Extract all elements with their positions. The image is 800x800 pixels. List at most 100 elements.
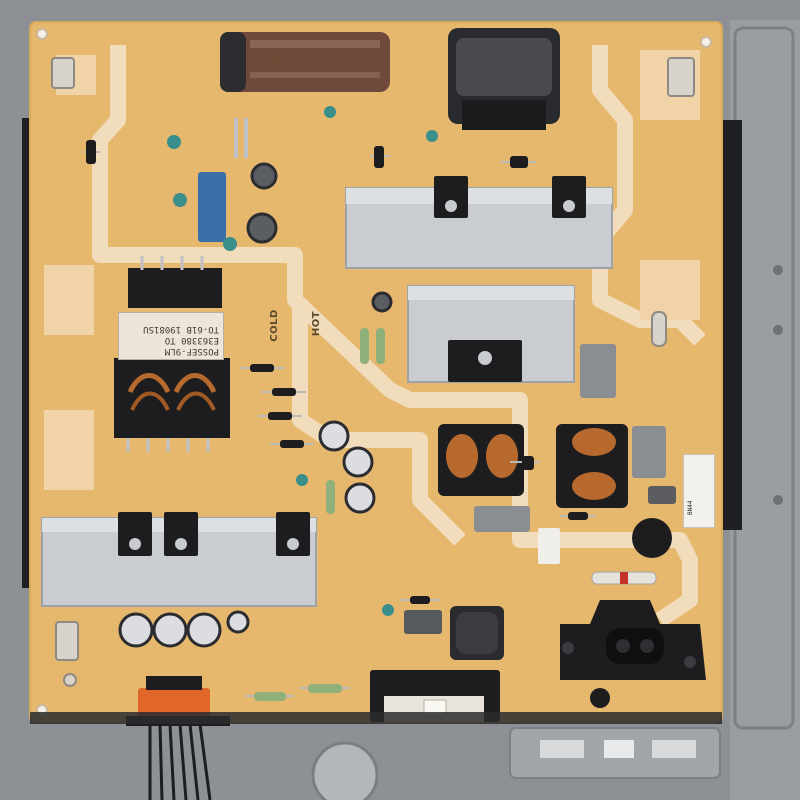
inlet-pin — [616, 639, 630, 653]
x-capacitors — [198, 172, 666, 532]
standoff — [63, 673, 77, 687]
resistor — [360, 328, 369, 364]
y-capacitor-blue — [198, 172, 226, 242]
ceramic-cap — [382, 604, 394, 616]
diode — [272, 388, 296, 396]
transformer-bottom-bobbin — [114, 358, 230, 438]
transistor-screws — [129, 200, 575, 550]
mounting-hole — [36, 28, 48, 40]
ac-power-inlet — [560, 600, 706, 708]
small-label-block — [538, 528, 560, 564]
axial-components — [84, 118, 657, 701]
jumper-leads — [234, 118, 238, 158]
x-capacitor — [474, 506, 530, 532]
hatched-areas — [44, 50, 700, 490]
transformer-label-line: POSSEF-9LM — [164, 346, 219, 356]
inlet-mount — [562, 642, 574, 654]
isolation-band-main — [92, 45, 698, 627]
standoff — [51, 57, 75, 89]
resistor — [376, 328, 385, 364]
inlet-pin — [640, 639, 654, 653]
hot-side-label: HOT — [311, 310, 323, 337]
capacitor-radial — [118, 612, 154, 648]
hatch-area — [44, 265, 94, 335]
capacitor-radial — [344, 482, 376, 514]
ceramic-cap — [324, 106, 336, 118]
x-capacitor — [580, 344, 616, 398]
capacitor-radial — [371, 291, 393, 313]
harness-header — [146, 676, 202, 690]
inductor-base — [462, 100, 546, 130]
capacitor-marking: 450V — [264, 55, 291, 67]
smd-inductor-core — [456, 612, 498, 654]
heatsink-top-edge — [346, 188, 612, 204]
diode — [510, 156, 528, 168]
hatch-area — [640, 260, 700, 320]
capacitor-radial — [226, 610, 250, 634]
transformer-top-bobbin — [128, 268, 222, 308]
choke-coil — [486, 434, 518, 478]
resistor — [308, 684, 342, 693]
diode — [410, 596, 430, 604]
diode — [568, 512, 588, 520]
resistor — [254, 692, 286, 701]
diode — [268, 412, 292, 420]
standoff — [667, 57, 695, 97]
screw — [287, 538, 299, 550]
diode — [250, 364, 274, 372]
black-insulator-strip-left — [22, 118, 32, 588]
capacitor-radial — [186, 612, 222, 648]
standoff — [55, 621, 79, 661]
capacitor-end — [220, 32, 246, 92]
ceramic-cap — [167, 135, 181, 149]
ceramic-cap — [173, 193, 187, 207]
fuse-band — [620, 572, 628, 584]
diode — [374, 146, 384, 168]
transistor — [276, 512, 310, 556]
ceramic-capacitors — [167, 106, 438, 616]
transistor — [164, 512, 198, 556]
inlet-socket — [606, 628, 664, 664]
bracket-clip — [604, 740, 634, 758]
transformer-winding — [127, 373, 217, 394]
diode — [86, 140, 96, 164]
control-ic — [404, 610, 442, 634]
inlet-screw — [590, 688, 610, 708]
capacitor-band — [250, 40, 380, 48]
heatsink-middle-edge — [408, 286, 574, 300]
isolation-band-center — [292, 300, 466, 546]
common-mode-chokes — [438, 424, 628, 508]
transistor — [118, 512, 152, 556]
mounting-hole — [700, 36, 712, 48]
bracket-clip — [652, 740, 696, 758]
capacitor-radial — [246, 212, 278, 244]
resistor — [326, 480, 335, 514]
board-bottom-edge — [30, 712, 722, 724]
transformer-label: POSSEF-9LM E363380 TO TO-61B 19081SU — [118, 312, 224, 360]
barcode-sticker: BN44 — [683, 454, 715, 528]
capacitor-radial — [318, 420, 350, 452]
screw — [563, 200, 575, 212]
transistor — [434, 176, 468, 218]
transformer-label-line: TO-61B 19081SU — [143, 324, 219, 334]
transistor — [552, 176, 586, 218]
standoff — [651, 311, 667, 347]
capacitor-radial — [342, 446, 374, 478]
screw — [445, 200, 457, 212]
chassis-hole — [773, 325, 783, 335]
choke-coil — [446, 434, 478, 478]
cold-side-label: COLD — [268, 309, 280, 342]
ceramic-cap — [426, 130, 438, 142]
hatch-area — [44, 410, 94, 490]
main-transformer — [114, 256, 230, 452]
capacitor-radial — [250, 162, 278, 190]
thermistor-block — [648, 486, 676, 504]
transformer-winding — [130, 391, 216, 411]
choke-coil — [572, 472, 616, 500]
transformer-pins — [126, 256, 210, 452]
choke-coil — [572, 428, 616, 456]
sticker-text: BN44 — [687, 500, 694, 515]
pfc-inductor — [448, 28, 560, 130]
bracket-clip — [540, 740, 584, 758]
